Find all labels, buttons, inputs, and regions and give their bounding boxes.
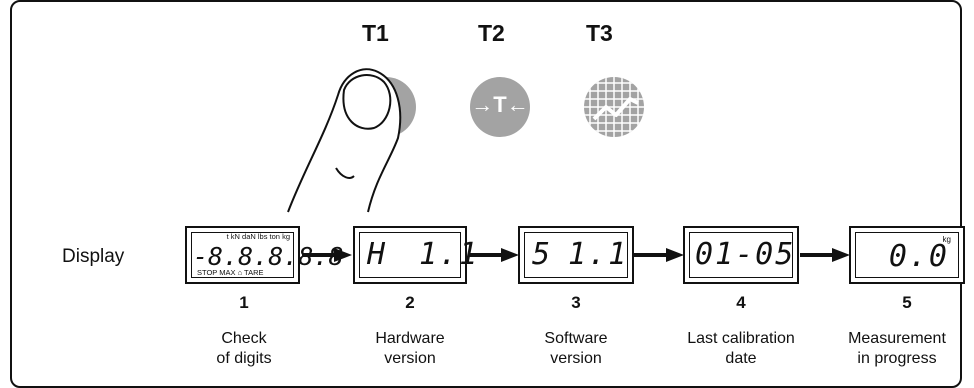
t2-label: T2 [478,20,505,46]
step-number-5: 5 [902,293,912,312]
display-left-char: H [367,237,388,272]
display-digits: 0.0 [888,239,949,274]
caption-step-4: Last calibration date [656,329,826,369]
t2-button[interactable]: →T← [470,77,530,137]
display-inner [855,232,959,278]
display-screen-1: t kN daN lbs ton kg -8.8.8.8.8 STOP MAX … [185,226,344,284]
step-number-1: 1 [239,293,249,312]
display-right-value: 1.1 [568,237,629,272]
arrow-right-icon [800,248,850,262]
step-number-3: 3 [571,293,581,312]
caption-line: Software [544,330,608,347]
arrow-right-icon [469,248,519,262]
arrow-right-icon [302,248,352,262]
status-labels: STOP MAX ⌂ TARE [197,268,264,277]
display-inner [689,232,793,278]
display-screen-3: 5 1.1 [518,226,634,284]
display-right-value: 1.1 [419,237,480,272]
step-number-4: 4 [736,293,746,312]
unit-label: kg [942,235,951,244]
display-inner [359,232,461,278]
caption-line: of digits [216,350,272,367]
caption-line: version [550,350,602,367]
display-digits: 01-05 [695,237,796,272]
caption-line: Measurement [848,330,946,347]
finger-illustration [287,68,402,213]
display-left-char: 5 [532,237,553,272]
t3-label: T3 [586,20,613,46]
caption-step-3: Software version [491,329,661,369]
t1-label: T1 [362,20,389,46]
t3-button[interactable] [584,77,644,137]
arrow-right-icon [634,248,684,262]
display-inner [191,232,294,278]
caption-line: Hardware [375,330,445,347]
display-inner [524,232,628,278]
display-screen-4: 01-05 [683,226,799,284]
tare-icon: →T← [471,92,529,117]
caption-line: version [384,350,436,367]
display-label: Display [62,246,125,267]
caption-step-2: Hardware version [325,329,495,369]
display-screen-5: kg 0.0 [849,226,965,284]
caption-line: Check [221,330,267,347]
unit-labels: t kN daN lbs ton kg [226,232,290,241]
caption-line: Last calibration [687,330,795,347]
caption-step-5: Measurement in progress [822,329,972,369]
caption-line: in progress [857,350,937,367]
display-screen-2: H 1.1 [353,226,477,284]
caption-line: date [725,350,757,367]
caption-step-1: Check of digits [159,329,329,369]
graph-icon [584,77,644,137]
step-number-2: 2 [405,293,415,312]
